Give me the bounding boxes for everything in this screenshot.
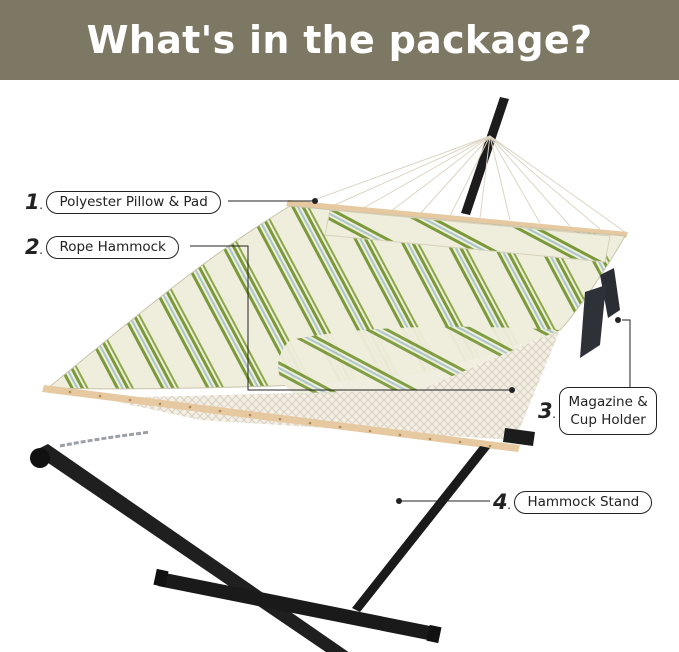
callout-rope-hammock: 2. Rope Hammock — [25, 235, 179, 259]
stand-upper-post — [461, 97, 509, 215]
callout-number: 3 — [538, 399, 553, 423]
chain — [59, 430, 151, 448]
spreader-holes — [68, 390, 492, 448]
callout-number: 4 — [493, 490, 508, 514]
right-end-cap — [503, 428, 535, 446]
stand-left-arm — [32, 444, 349, 652]
cup-holder — [600, 268, 620, 318]
callout-pillow-pad: 1. Polyester Pillow & Pad — [25, 190, 221, 214]
leader-lines — [190, 200, 631, 502]
header-banner: What's in the package? — [0, 0, 679, 80]
callout-label: Magazine & Cup Holder — [559, 387, 657, 435]
callout-label: Rope Hammock — [46, 235, 179, 259]
magazine-pocket — [580, 285, 606, 358]
callout-label: Polyester Pillow & Pad — [46, 190, 221, 214]
callout-number: 1 — [25, 190, 40, 214]
page-title: What's in the package? — [86, 18, 593, 62]
callout-number: 2 — [25, 235, 40, 259]
callout-magazine-cup-holder: 3. Magazine & Cup Holder — [538, 387, 657, 435]
callout-label-line1: Magazine & — [568, 394, 648, 410]
callout-hammock-stand: 4. Hammock Stand — [493, 490, 653, 514]
stand-end-cap — [30, 448, 50, 468]
stand-base — [158, 572, 440, 642]
top-ropes — [299, 135, 626, 233]
pillow — [324, 209, 611, 263]
leader-dots — [312, 198, 621, 504]
pad-fold — [278, 326, 560, 400]
callout-label-line2: Cup Holder — [570, 412, 646, 428]
stand-right-arm — [352, 446, 490, 612]
callout-label: Hammock Stand — [514, 490, 653, 514]
hammock-product-image — [30, 97, 631, 652]
